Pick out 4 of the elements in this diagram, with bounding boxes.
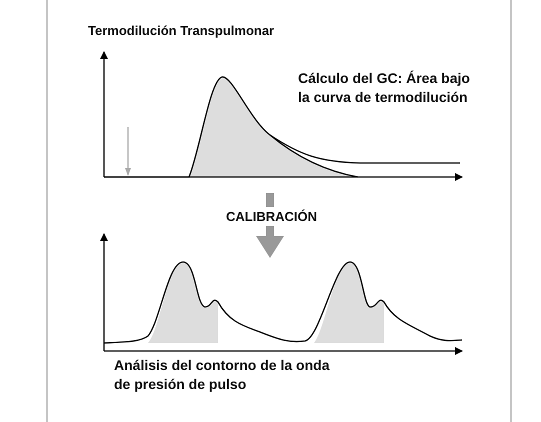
annotation-text: Cálculo del GC: Área bajo la curva de termodilución	[298, 69, 471, 107]
annotation-text: Análisis del contorno de la onda de presión de pulso	[114, 356, 331, 394]
diagram-title: Termodilución Transpulmonar	[88, 22, 274, 40]
calibration-label: CALIBRACIÓN	[226, 207, 317, 226]
